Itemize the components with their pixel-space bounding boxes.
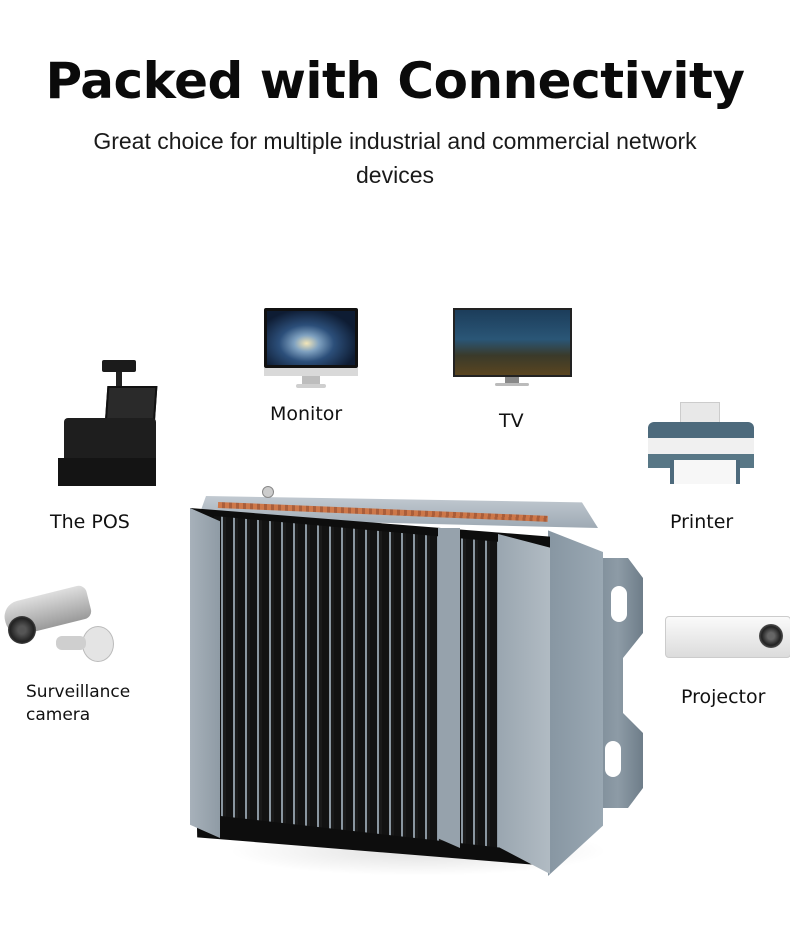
tv-icon [453,308,572,388]
pos-label: The POS [50,511,130,533]
projector-icon [665,614,790,660]
camera-label: Surveillance camera [26,681,130,727]
heatsink-fins [214,516,514,850]
camera-label-line1: Surveillance [26,682,131,702]
surveillance-camera-icon [0,584,115,676]
industrial-pc-image [188,486,648,886]
camera-label-line2: camera [26,705,91,725]
tv-label: TV [499,410,524,432]
ground-screw [262,486,274,498]
printer-label: Printer [670,511,734,533]
projector-label: Projector [681,686,766,708]
page-title: Packed with Connectivity [45,52,746,110]
printer-icon [648,402,756,486]
page-subtitle: Great choice for multiple industrial and… [93,128,697,188]
monitor-icon [264,308,358,390]
monitor-label: Monitor [270,403,343,425]
pos-terminal-icon [56,356,158,486]
